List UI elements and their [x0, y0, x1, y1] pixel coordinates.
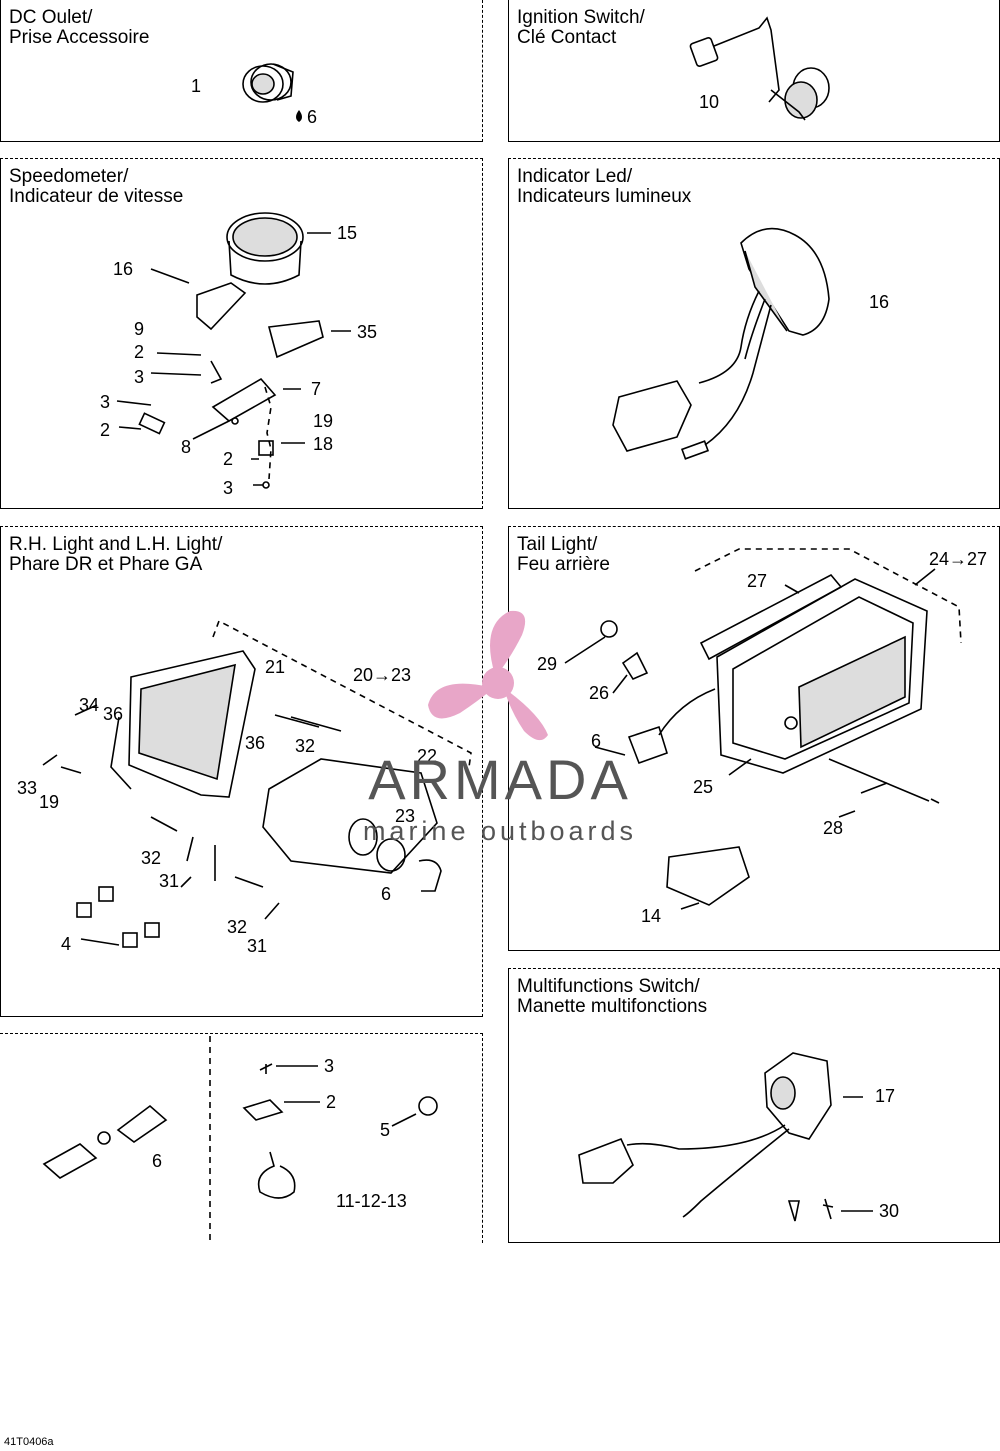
callout-33: 33: [17, 778, 38, 798]
panel-misc-hardware: 3 2 5 6 11-12-13: [0, 1033, 483, 1243]
callout-26: 26: [589, 683, 610, 703]
callout-11-12-13: 11-12-13: [336, 1191, 407, 1211]
panel-lights: R.H. Light and L.H. Light/ Phare DR et P…: [0, 526, 483, 1017]
callout-2: 2: [326, 1092, 337, 1112]
callout-1: 1: [191, 76, 202, 96]
callout-10: 10: [699, 92, 720, 112]
callout-24-27: 24→27: [929, 549, 988, 569]
callout-6: 6: [152, 1151, 163, 1171]
callout-9: 9: [134, 319, 145, 339]
reference-code: 41T0406a: [4, 1436, 54, 1448]
callout-3: 3: [324, 1056, 335, 1076]
callout-8: 8: [181, 437, 192, 457]
callout-23: 23: [395, 806, 416, 826]
callout-25: 25: [693, 777, 714, 797]
panel-dc-outlet: DC Oulet/ Prise Accessoire 1 6: [0, 0, 483, 142]
callout-6: 6: [381, 884, 392, 904]
callout-6: 6: [307, 107, 318, 127]
callout-16: 16: [869, 292, 890, 312]
callout-30: 30: [879, 1201, 900, 1221]
callout-27: 27: [747, 571, 768, 591]
callout-18: 18: [313, 434, 334, 454]
panel-title: Indicator Led/ Indicateurs lumineux: [517, 166, 692, 207]
callout-16: 16: [113, 259, 134, 279]
callout-5: 5: [380, 1120, 391, 1140]
callout-36: 36: [103, 704, 124, 724]
callout-17: 17: [875, 1086, 896, 1106]
watermark-brand: ARMADA: [368, 748, 632, 811]
callout-19: 19: [313, 411, 334, 431]
callout-4: 4: [61, 934, 72, 954]
callout-15: 15: [337, 223, 358, 243]
panel-multifunction-switch: Multifunctions Switch/ Manette multifonc…: [508, 968, 1000, 1243]
callout-21: 21: [265, 657, 286, 677]
callout-2: 2: [134, 342, 145, 362]
speedometer-illustration: [116, 212, 351, 489]
panel-indicator-led: Indicator Led/ Indicateurs lumineux 16: [508, 158, 1000, 509]
callout-2: 2: [223, 449, 234, 469]
callout-3: 3: [223, 478, 234, 498]
callout-14: 14: [641, 906, 662, 926]
panel-ignition-switch: Ignition Switch/ Clé Contact 10: [508, 0, 1000, 142]
callout-29: 29: [537, 654, 558, 674]
panel-speedometer: Speedometer/ Indicateur de vitesse 15 16…: [0, 158, 483, 509]
panel-title: Ignition Switch/ Clé Contact: [517, 7, 645, 48]
callout-3: 3: [134, 367, 145, 387]
watermark-tagline: marine outboards: [362, 816, 638, 846]
callout-19: 19: [39, 792, 60, 812]
dc-outlet-illustration: [242, 63, 302, 122]
callout-32: 32: [141, 848, 162, 868]
callout-28: 28: [823, 818, 844, 838]
tail-light-illustration: [564, 548, 962, 910]
callout-7: 7: [311, 379, 322, 399]
callout-3: 3: [100, 392, 111, 412]
multifunction-switch-illustration: [578, 1052, 873, 1222]
callout-31: 31: [247, 936, 268, 956]
callout-36: 36: [245, 733, 266, 753]
panel-title: Tail Light/ Feu arrière: [517, 534, 610, 575]
callout-34: 34: [79, 695, 100, 715]
callout-22: 22: [417, 746, 438, 766]
callout-32: 32: [295, 736, 316, 756]
callout-2: 2: [100, 420, 111, 440]
callout-6: 6: [591, 731, 602, 751]
misc-hardware-illustration: [42, 1036, 438, 1242]
panel-title: Multifunctions Switch/ Manette multifonc…: [517, 976, 708, 1017]
callout-32: 32: [227, 917, 248, 937]
panel-title: Speedometer/ Indicateur de vitesse: [9, 166, 184, 207]
callout-31: 31: [159, 871, 180, 891]
ignition-switch-illustration: [689, 16, 830, 121]
callout-20-23: 20→23: [353, 665, 412, 685]
armada-logo-watermark: [428, 610, 548, 741]
panel-title: DC Oulet/ Prise Accessoire: [9, 7, 150, 48]
panel-title: R.H. Light and L.H. Light/ Phare DR et P…: [9, 534, 223, 575]
lights-illustration: [42, 619, 472, 948]
callout-35: 35: [357, 322, 378, 342]
indicator-led-illustration: [612, 227, 830, 460]
